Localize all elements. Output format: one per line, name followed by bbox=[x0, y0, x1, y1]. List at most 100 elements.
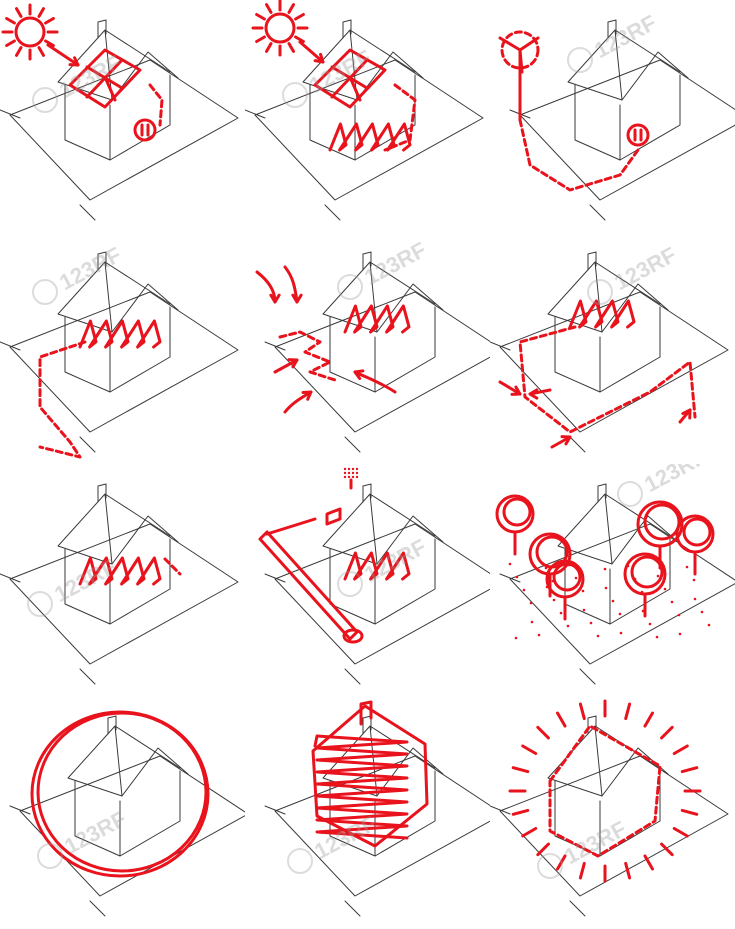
ground-extension bbox=[490, 805, 586, 917]
arrow-icon bbox=[273, 358, 299, 374]
ground-plane bbox=[19, 755, 245, 897]
wind-turbine-icon bbox=[498, 30, 540, 122]
panel-drawing: 123RF bbox=[0, 3, 239, 221]
cable-line bbox=[148, 83, 164, 127]
panel-drawing: 123RF bbox=[258, 467, 490, 685]
arrow-shaft bbox=[46, 43, 80, 67]
cable-line bbox=[383, 83, 417, 152]
ground-extension bbox=[264, 341, 361, 453]
ground-plane bbox=[274, 523, 490, 665]
arrow-icon bbox=[678, 408, 692, 424]
sun-ray bbox=[294, 35, 305, 43]
ground-extension bbox=[499, 573, 596, 685]
chimney bbox=[607, 19, 617, 39]
watermark: 123RF bbox=[32, 242, 125, 305]
arrow-icon bbox=[528, 388, 552, 400]
radiance-ray bbox=[624, 861, 632, 880]
panel-drawing: 123RF bbox=[9, 710, 245, 917]
radiance-ray bbox=[680, 766, 699, 774]
watermark: 123RF bbox=[282, 45, 375, 108]
radiance-ray bbox=[521, 827, 538, 838]
ground-extension bbox=[0, 573, 96, 685]
house-front-wall bbox=[309, 84, 356, 161]
radiance-ray bbox=[511, 766, 530, 774]
arrow-head bbox=[313, 52, 325, 64]
radiance-ray bbox=[660, 842, 674, 857]
tree-icon bbox=[545, 559, 585, 621]
house-side-wall bbox=[599, 770, 661, 857]
ground-extension bbox=[490, 341, 586, 453]
house-sketch bbox=[490, 251, 729, 453]
radiance-ray bbox=[556, 854, 567, 871]
radiance-icon bbox=[508, 699, 702, 883]
sun-icon bbox=[1, 3, 59, 61]
arrow-head bbox=[301, 390, 313, 401]
house-sketch bbox=[499, 483, 735, 685]
house-sketch bbox=[264, 483, 490, 685]
ground-collector-icon bbox=[278, 330, 337, 382]
radiance-ray bbox=[521, 744, 538, 755]
tree-icon bbox=[636, 500, 684, 570]
pipe-body bbox=[258, 530, 359, 641]
house-sketch bbox=[0, 19, 239, 221]
arrow-shaft bbox=[273, 358, 299, 374]
radiance-ray bbox=[660, 725, 674, 740]
house-gable bbox=[121, 747, 189, 797]
chimney bbox=[362, 251, 372, 271]
watermark-text: 123RF bbox=[590, 10, 660, 63]
panel-drawing: 123RF bbox=[0, 242, 239, 459]
house-side-wall bbox=[374, 306, 436, 393]
arrow-icon bbox=[46, 43, 80, 67]
house-sketch bbox=[490, 715, 729, 917]
panel-drawing: 123RF bbox=[498, 10, 735, 221]
chimney-smoke-icon bbox=[343, 467, 359, 479]
watermark-text: 123RF bbox=[560, 816, 630, 869]
panel-solar-panels-roof: 123RF bbox=[0, 0, 245, 232]
house-gable bbox=[356, 51, 424, 101]
solar-panel-frame bbox=[68, 48, 142, 109]
tree-icon bbox=[495, 494, 535, 556]
arrow-head bbox=[528, 388, 539, 400]
house-gable bbox=[601, 283, 669, 333]
ground-plane bbox=[9, 523, 239, 665]
scribble-outline bbox=[311, 704, 429, 848]
sun-ray bbox=[255, 13, 266, 21]
chimney bbox=[97, 251, 107, 271]
heat-pump-icon bbox=[133, 118, 157, 142]
solar-panel-icon bbox=[313, 48, 387, 109]
panel-drawing: 123RF bbox=[490, 699, 729, 917]
mulch-dots bbox=[508, 562, 711, 640]
ground-extension bbox=[9, 805, 106, 917]
panel-drawing: 123RF bbox=[490, 242, 729, 453]
turbine-blades bbox=[498, 36, 540, 122]
ground-plane bbox=[519, 59, 735, 201]
sun-icon bbox=[251, 0, 309, 57]
radiance-ray bbox=[672, 827, 689, 838]
house-front-wall bbox=[64, 84, 111, 161]
arrow-shaft bbox=[283, 390, 313, 414]
house-side-wall bbox=[119, 770, 181, 857]
arrow-shaft bbox=[550, 435, 572, 449]
cable-line bbox=[518, 118, 640, 192]
chimney bbox=[97, 483, 107, 503]
solar-panel-grid bbox=[85, 58, 124, 102]
arrow-head bbox=[68, 56, 80, 67]
arrow-head bbox=[681, 408, 692, 420]
cable-line bbox=[163, 557, 182, 576]
panel-air-source-heat-pump: 123RF bbox=[490, 232, 735, 464]
radiance-ray bbox=[536, 842, 550, 857]
ground-extension bbox=[245, 109, 341, 221]
panel-drawing: 123RF bbox=[495, 464, 735, 685]
house-front-wall bbox=[554, 316, 601, 393]
heat-pump-icon bbox=[626, 123, 650, 147]
pipe-branch bbox=[265, 517, 317, 536]
house-front-wall bbox=[74, 780, 121, 857]
panel-radiating-house: 123RF bbox=[490, 696, 735, 928]
solar-panel-frame bbox=[313, 48, 387, 109]
radiance-ray bbox=[536, 725, 550, 740]
sun-ray bbox=[287, 3, 295, 14]
scribble-chimney bbox=[359, 700, 373, 726]
arrow-head bbox=[353, 369, 365, 380]
panel-circle-highlight: 123RF bbox=[0, 696, 245, 928]
